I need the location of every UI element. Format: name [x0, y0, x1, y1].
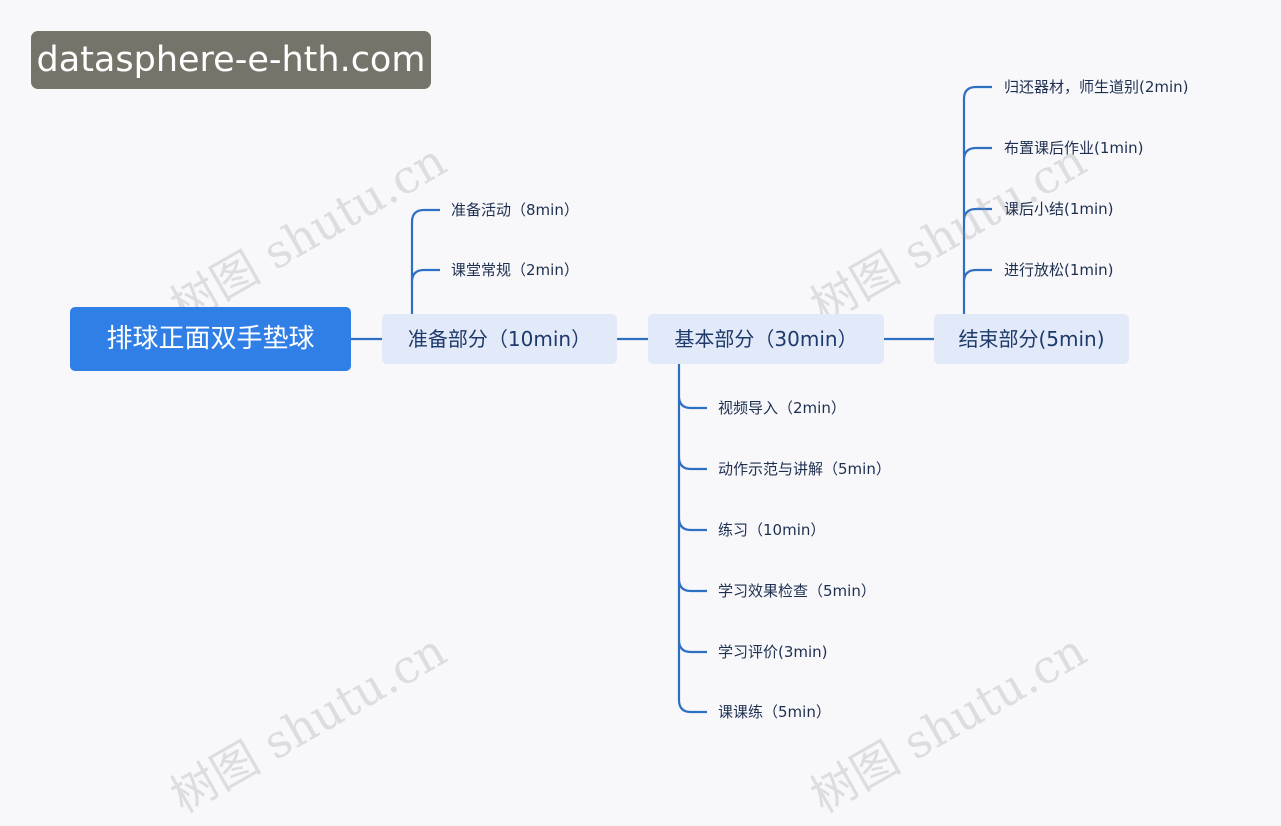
leaf-node[interactable]: 课后小结(1min): [1004, 200, 1114, 218]
leaf-node[interactable]: 学习效果检查（5min）: [718, 582, 876, 600]
leaf-node[interactable]: 课课练（5min）: [718, 703, 831, 721]
connector-prep-children: [410, 208, 440, 314]
branch-node-end[interactable]: 结束部分(5min): [934, 314, 1129, 364]
leaf-node[interactable]: 学习评价(3min): [718, 643, 828, 661]
root-node[interactable]: 排球正面双手垫球: [70, 307, 351, 371]
leaf-node[interactable]: 练习（10min）: [718, 521, 826, 539]
leaf-node[interactable]: 布置课后作业(1min): [1004, 139, 1144, 157]
connector-lines: [351, 85, 992, 714]
leaf-node[interactable]: 进行放松(1min): [1004, 261, 1114, 279]
leaf-node[interactable]: 动作示范与讲解（5min）: [718, 460, 891, 478]
leaf-node[interactable]: 归还器材，师生道别(2min): [1004, 78, 1189, 96]
leaf-node[interactable]: 准备活动（8min）: [451, 201, 579, 219]
leaf-node[interactable]: 课堂常规（2min）: [451, 261, 579, 279]
connector-end-children: [962, 85, 992, 314]
connector-basic-children: [677, 364, 707, 714]
branch-node-prep[interactable]: 准备部分（10min）: [382, 314, 617, 364]
leaf-node[interactable]: 视频导入（2min）: [718, 399, 846, 417]
site-label: datasphere-e-hth.com: [31, 31, 431, 89]
branch-node-basic[interactable]: 基本部分（30min）: [648, 314, 884, 364]
